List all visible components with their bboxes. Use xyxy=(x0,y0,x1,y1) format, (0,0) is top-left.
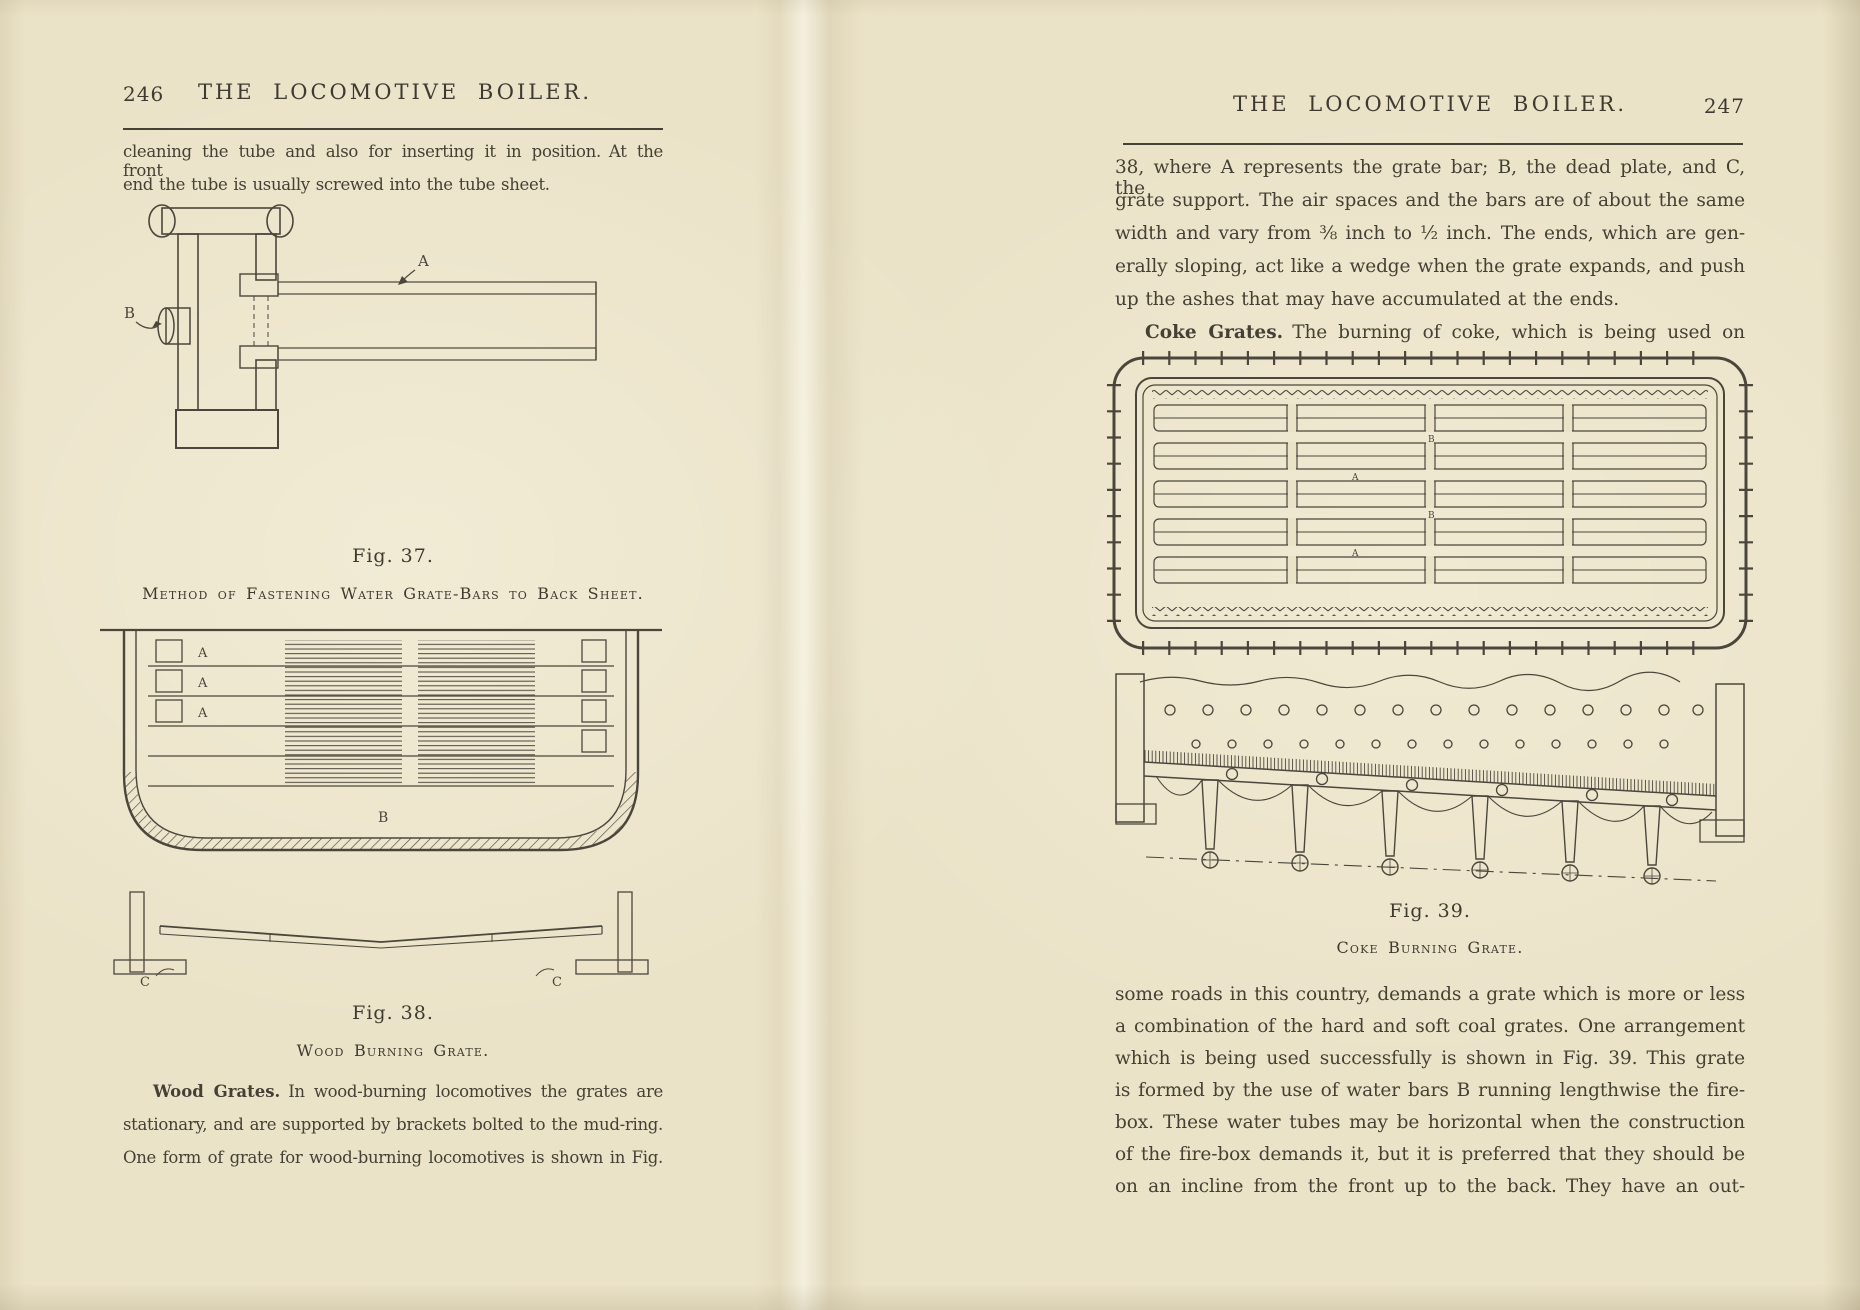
lead-rest: In wood-burning locomotives the grates a… xyxy=(280,1082,664,1101)
body-text-line: on an incline from the front up to the b… xyxy=(1115,1176,1745,1197)
body-text-line: some roads in this country, demands a gr… xyxy=(1115,984,1745,1005)
left-header-rule xyxy=(123,128,663,131)
fig38-label-c1: C xyxy=(140,975,150,990)
right-header-rule xyxy=(1123,143,1743,146)
fig37-label-a: A xyxy=(417,252,429,270)
body-text-line: width and vary from ⅜ inch to ½ inch. Th… xyxy=(1115,223,1745,244)
fig39-drawing: B A B A xyxy=(1107,351,1753,885)
body-text-line: Coke Grates. The burning of coke, which … xyxy=(1115,322,1745,343)
body-text-line: One form of grate for wood-burning locom… xyxy=(123,1148,663,1167)
fig38-drawing: A A A B C C xyxy=(100,628,662,990)
lead-rest: The burning of coke, which is being used… xyxy=(1283,322,1745,343)
fig38-label-b: B xyxy=(378,810,388,826)
fig37-caption: Method of Fastening Water Grate-Bars to … xyxy=(142,584,644,603)
fig38-title: Fig. 38. xyxy=(352,1002,434,1024)
fig37-drawing: B A xyxy=(124,204,597,449)
body-text-line: end the tube is usually screwed into the… xyxy=(123,175,550,194)
body-text-line: box. These water tubes may be horizontal… xyxy=(1115,1112,1745,1133)
fig38-label-a2: A xyxy=(197,676,208,691)
body-text-line: Wood Grates. In wood-burning locomotives… xyxy=(123,1082,663,1101)
fig39-label-a2: A xyxy=(1351,549,1359,559)
body-text-line: up the ashes that may have accumulated a… xyxy=(1115,289,1620,310)
body-text-line: 38, where A represents the grate bar; B,… xyxy=(1115,157,1745,199)
fig38-label-a3: A xyxy=(197,706,208,721)
fig39-label-b2: B xyxy=(1428,511,1435,521)
right-running-title: THE LOCOMOTIVE BOILER. xyxy=(1232,92,1628,116)
fig37-title: Fig. 37. xyxy=(352,545,434,567)
body-text-line: which is being used successfully is show… xyxy=(1115,1048,1745,1069)
right-page-number: 247 xyxy=(1703,94,1745,118)
page-edge-top xyxy=(0,0,1860,16)
page-edge-left xyxy=(0,0,26,1310)
body-text-line: a combination of the hard and soft coal … xyxy=(1115,1016,1745,1037)
fig38-label-c2: C xyxy=(552,975,562,990)
left-page-number: 246 xyxy=(123,82,165,106)
fig39-caption: Coke Burning Grate. xyxy=(1336,938,1524,957)
fig38-label-a1: A xyxy=(197,646,208,661)
page-edge-bottom xyxy=(0,1284,1860,1310)
fig39-label-b1: B xyxy=(1428,435,1435,445)
fig39-title: Fig. 39. xyxy=(1389,900,1471,922)
page-edge-right xyxy=(1822,0,1860,1310)
left-running-title: THE LOCOMOTIVE BOILER. xyxy=(197,80,593,104)
body-text-line: is formed by the use of water bars B run… xyxy=(1115,1080,1745,1101)
fig37-label-b: B xyxy=(124,304,135,322)
fig38-caption: Wood Burning Grate. xyxy=(296,1041,490,1060)
body-text-line: grate support. The air spaces and the ba… xyxy=(1115,190,1745,211)
body-text-line: stationary, and are supported by bracket… xyxy=(123,1115,663,1134)
body-text-line: erally sloping, act like a wedge when th… xyxy=(1115,256,1745,277)
page-gutter-shadow xyxy=(755,0,865,1310)
body-text-line: of the fire-box demands it, but it is pr… xyxy=(1115,1144,1745,1165)
wood-grates-lead: Wood Grates. xyxy=(153,1082,281,1101)
body-text-line: cleaning the tube and also for inserting… xyxy=(123,142,663,180)
fig39-label-a1: A xyxy=(1351,473,1359,483)
coke-grates-lead: Coke Grates. xyxy=(1145,322,1284,343)
